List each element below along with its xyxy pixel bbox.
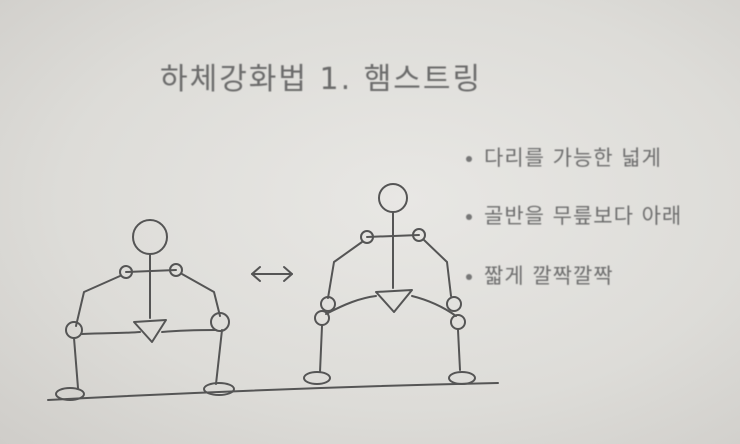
- bullet-icon: [466, 274, 472, 280]
- note-item: 다리를 가능한 넓게: [466, 142, 662, 172]
- stick-figure-wide-stance: [303, 183, 476, 385]
- double-arrow-icon: [251, 266, 293, 282]
- ground-line: [47, 382, 499, 401]
- stick-figure-squat: [55, 219, 235, 401]
- note-item: 짧게 깔짝깔짝: [466, 260, 614, 290]
- page-title: 하체강화법 1. 햄스트링: [160, 62, 483, 97]
- bullet-icon: [466, 156, 472, 162]
- note-item: 골반을 무릎보다 아래: [466, 200, 682, 230]
- note-text: 짧게 깔짝깔짝: [484, 264, 614, 288]
- bullet-icon: [466, 214, 472, 220]
- note-text: 골반을 무릎보다 아래: [484, 204, 683, 228]
- note-text: 다리를 가능한 넓게: [484, 146, 662, 170]
